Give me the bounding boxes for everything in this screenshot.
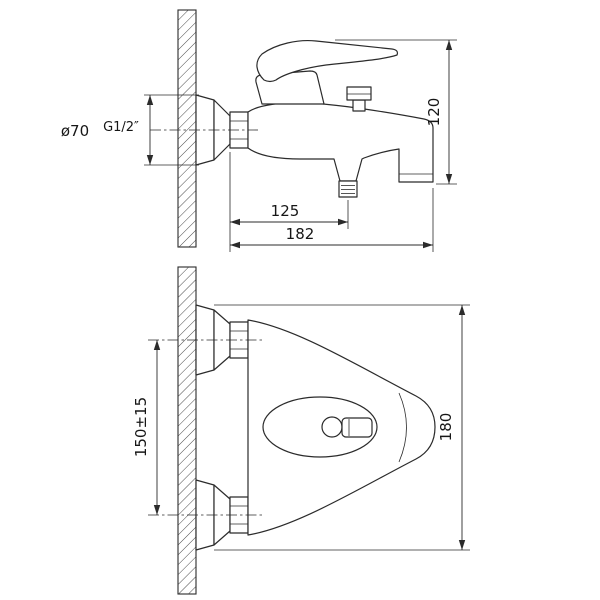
dim-offset-125: 125 xyxy=(229,152,349,252)
wall-section-plan xyxy=(177,266,197,595)
dim-height-120: 120 xyxy=(335,39,457,185)
lever-bar xyxy=(341,417,373,438)
dim-label-reach: 182 xyxy=(286,225,315,243)
dim-reach-182: 182 xyxy=(230,188,434,252)
dim-label-thread: G1/2″ xyxy=(103,120,139,135)
handle-base-plate xyxy=(262,396,378,458)
diverter-cap xyxy=(346,86,372,101)
dim-label-offset: 125 xyxy=(271,202,300,220)
dim-label-centers: 150±15 xyxy=(132,397,150,457)
lever-hub xyxy=(321,416,343,438)
diverter-stem xyxy=(352,99,366,112)
plan-view: 150±15 180 xyxy=(132,266,470,595)
shower-outlet xyxy=(338,180,358,198)
faucet-body-side xyxy=(247,101,434,183)
spout-transition-arc xyxy=(398,392,407,463)
dim-diameter: ø70 G1/2″ xyxy=(61,94,199,166)
side-view: ø70 G1/2″ 120 125 182 xyxy=(61,9,457,252)
dim-width-180: 180 xyxy=(214,304,470,551)
dim-centers-150: 150±15 xyxy=(132,340,161,515)
handle-lever-side xyxy=(256,39,399,83)
dim-label-diameter: ø70 xyxy=(61,122,89,140)
dim-label-width: 180 xyxy=(437,413,455,442)
dim-label-height: 120 xyxy=(425,98,443,127)
hose-thread-nipple xyxy=(338,180,358,198)
diverter-knob xyxy=(346,86,372,112)
wall-section-side xyxy=(177,9,197,248)
